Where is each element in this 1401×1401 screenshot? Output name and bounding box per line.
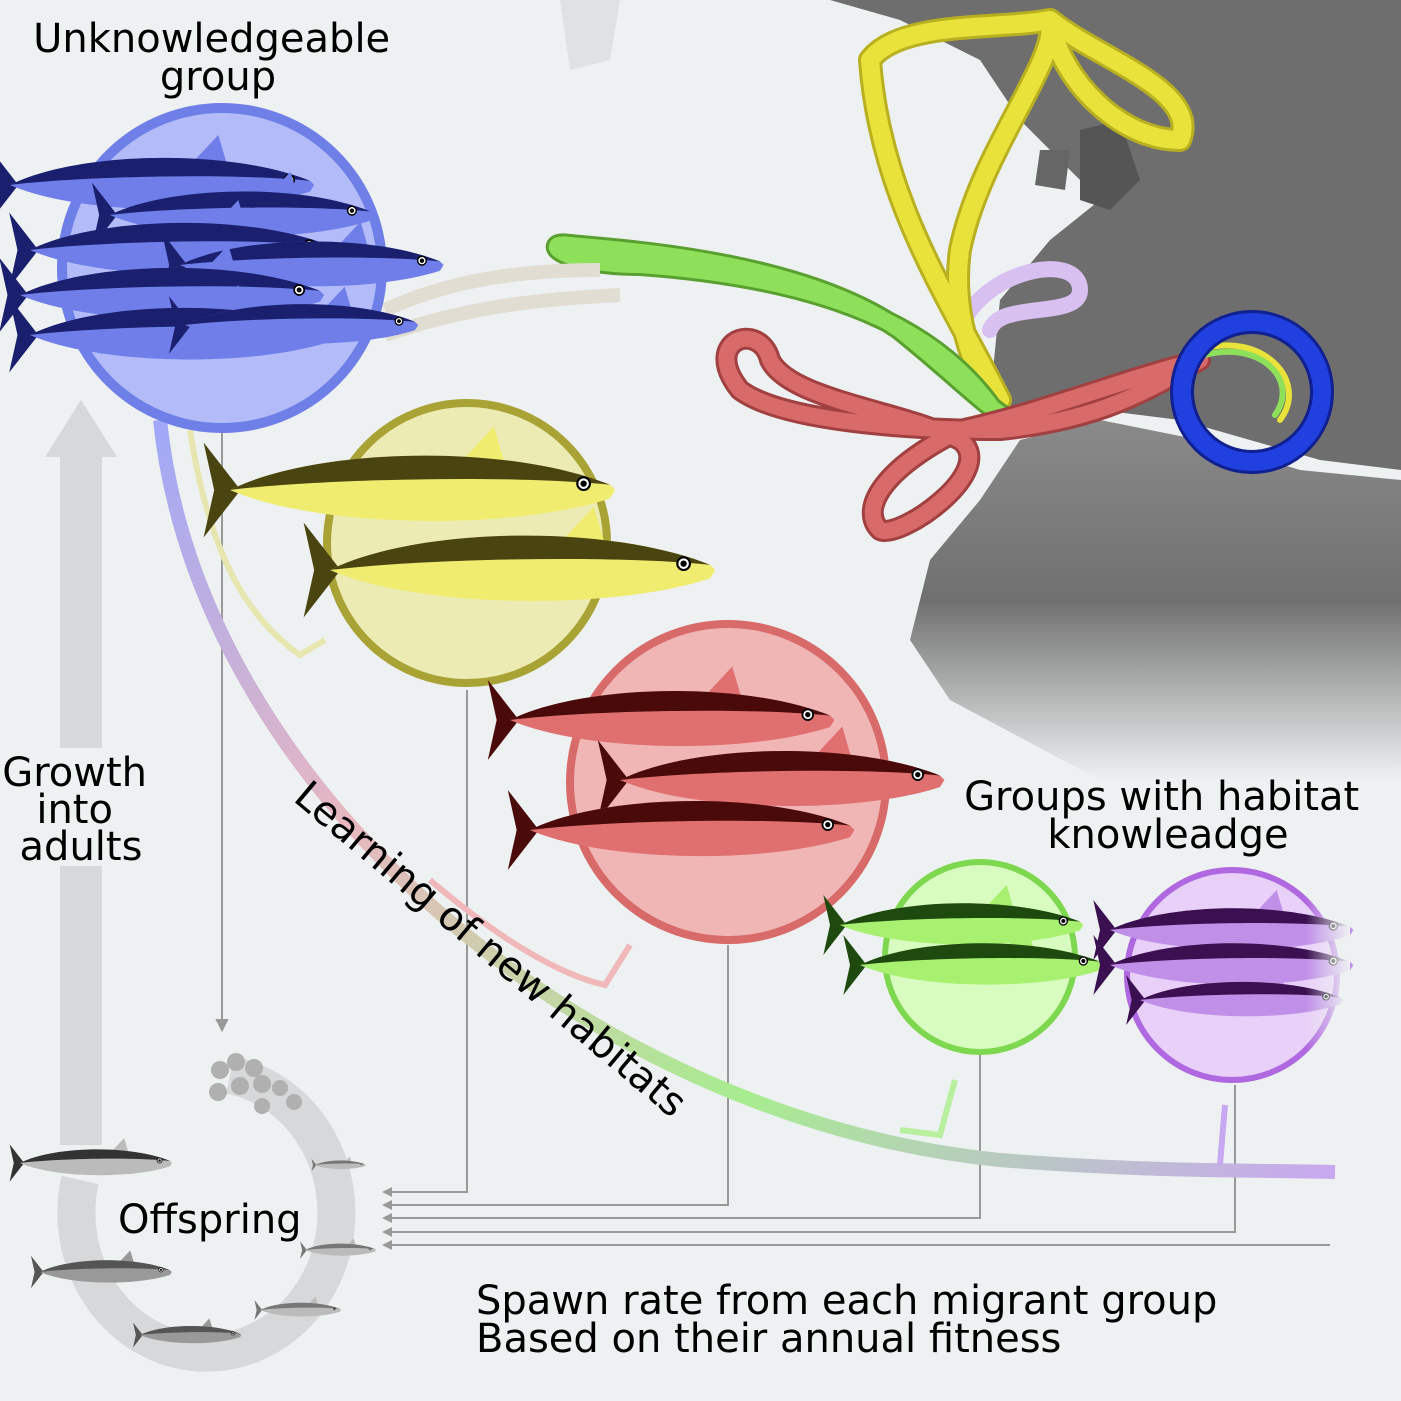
juvenile-tuna-icon: [133, 1318, 242, 1348]
tuna-fish-unknowledgeable: [0, 245, 325, 332]
fade-overlay: [1240, 860, 1350, 1100]
larva-icon: [311, 1156, 366, 1172]
learning-arc: [153, 419, 1336, 1179]
tuna-fish-yellow: [303, 506, 716, 618]
tuna-fish-red: [597, 726, 945, 820]
route-beige: [382, 263, 621, 342]
fish-layer: [0, 135, 1354, 1348]
label-line: knowleadge: [1047, 812, 1288, 858]
juvenile-tuna-icon: [30, 1250, 172, 1289]
spawn-lines: [215, 430, 1330, 1250]
tuna-fish-red: [507, 776, 855, 870]
growth-label: Growth into adults: [2, 750, 160, 870]
label-line: group: [160, 54, 276, 100]
tuna-fish-red: [487, 666, 835, 760]
groups-knowledge-label: Groups with habitat knowleadge: [964, 774, 1372, 858]
adult-tuna-icon: [9, 1138, 173, 1182]
unknowledgeable-label: Unknowledgeable group: [33, 16, 403, 100]
route-purple: [952, 261, 1088, 338]
migration-routes: [546, 8, 1334, 542]
larva-icon: [254, 1296, 342, 1320]
label-line: Groups with habitat: [964, 774, 1359, 820]
tuna-fish-yellow: [203, 426, 616, 538]
tuna-fish-green: [843, 925, 1104, 995]
label-line: Based on their annual fitness: [476, 1316, 1061, 1362]
growth-label-bg: [2, 748, 158, 866]
tuna-fish-unknowledgeable: [161, 221, 444, 298]
tuna-fish-unknowledgeable: [169, 286, 419, 354]
label-line: into: [36, 787, 113, 833]
label-line: Unknowledgeable: [33, 16, 390, 62]
offspring-label: Offspring: [118, 1197, 302, 1243]
label-line: Spawn rate from each migrant group: [476, 1278, 1217, 1324]
larva-icon: [300, 1238, 376, 1259]
spawn-label: Spawn rate from each migrant group Based…: [476, 1278, 1230, 1362]
label-line: adults: [20, 824, 143, 870]
